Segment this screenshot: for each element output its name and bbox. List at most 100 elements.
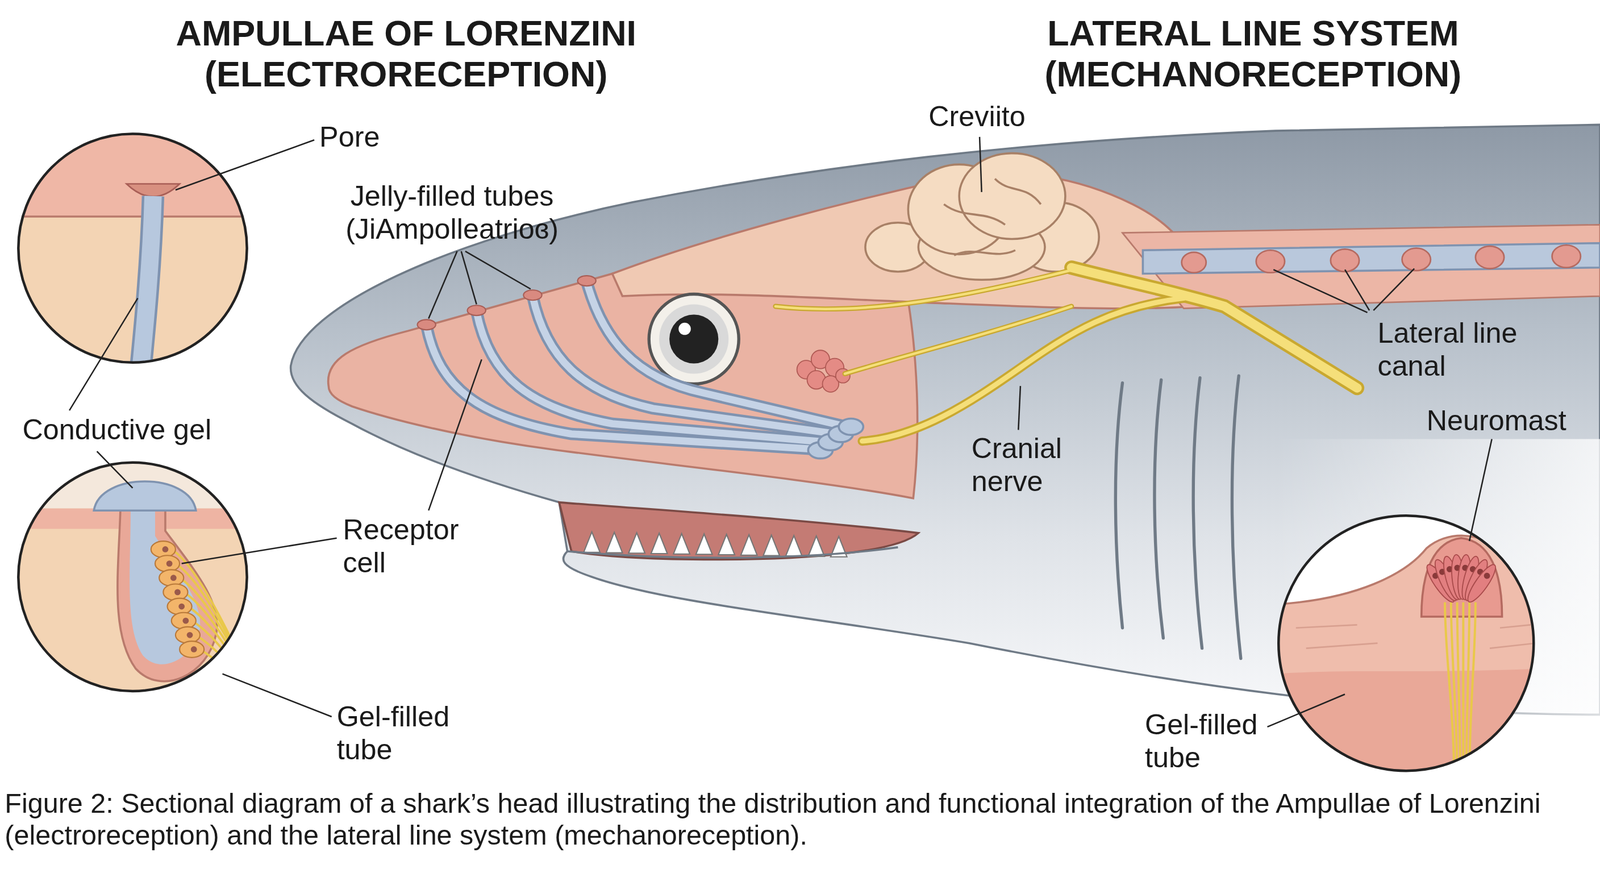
leader-line — [1018, 385, 1021, 430]
receptor-cell — [151, 540, 176, 558]
tube — [586, 281, 848, 427]
canal-pore — [1475, 246, 1504, 269]
leader-lines — [69, 136, 1493, 727]
leader-line — [461, 251, 477, 304]
nerve-fibre — [1444, 602, 1454, 776]
nerve-fibre — [1451, 602, 1458, 776]
cell-nucleus — [166, 560, 173, 567]
nerve-fibre — [1457, 602, 1461, 776]
tooth — [718, 534, 735, 555]
hair-cells — [1422, 553, 1500, 606]
canal-pore — [1552, 244, 1581, 268]
neuromast-inset — [1275, 510, 1544, 776]
teeth — [583, 531, 847, 557]
section-heading: LATERAL LINE SYSTEM (MECHANORECEPTION) — [967, 12, 1540, 95]
brain-lobe — [959, 153, 1066, 240]
figure-caption: Figure 2: Sectional diagram of a shark’s… — [4, 787, 1597, 852]
nerve-fibre — [171, 548, 266, 715]
nerve — [1071, 267, 1358, 389]
receptor-cell — [155, 555, 180, 572]
receptor-cell — [159, 569, 184, 586]
leader-line — [979, 136, 982, 193]
cell-body — [163, 584, 188, 601]
leader-line — [181, 538, 337, 564]
leader-line — [97, 451, 133, 489]
nerve — [775, 267, 1082, 310]
leader-line — [69, 298, 138, 411]
leader-line — [428, 359, 482, 511]
nerve — [775, 267, 1082, 310]
tooth — [696, 534, 713, 555]
nerve-fibre — [175, 563, 266, 715]
canal-pore — [1330, 248, 1360, 272]
nerve — [844, 306, 1072, 374]
inset-tube — [138, 196, 153, 389]
cell-nucleus — [174, 588, 181, 595]
nerve-fibre — [200, 648, 266, 715]
inset-border — [1278, 515, 1534, 771]
nerves — [775, 267, 1358, 441]
cell-nucleus — [186, 631, 194, 639]
cell-body — [167, 598, 193, 615]
inset-tube — [138, 196, 153, 389]
cell-nucleus — [170, 574, 177, 581]
cell-nucleus — [178, 603, 185, 610]
receptor-cell — [163, 584, 188, 601]
nerve-fibres — [171, 548, 266, 715]
cell-nucleus — [162, 546, 169, 553]
leader-line — [1267, 693, 1345, 727]
nerve-fill — [775, 267, 1358, 441]
tooth — [673, 533, 690, 554]
cell-body — [151, 540, 176, 558]
mouth — [559, 502, 919, 560]
nerve — [1071, 267, 1358, 389]
tooth — [583, 531, 600, 553]
skin-layer — [1275, 535, 1544, 776]
lateral-line-canal — [1142, 243, 1600, 274]
hair-cell — [1463, 561, 1500, 606]
receptor-cell — [179, 640, 204, 658]
cell-nucleus — [182, 617, 189, 624]
tooth — [740, 534, 758, 556]
tube-pore — [523, 289, 542, 300]
tissue — [0, 448, 266, 704]
leader-line — [1469, 438, 1493, 541]
part-label: Gel-filled tube — [1144, 707, 1288, 774]
ampullae-bulbs — [807, 418, 864, 459]
tooth — [628, 532, 645, 553]
receptor-cell — [167, 598, 193, 615]
tooth — [651, 532, 668, 554]
leader-line — [1344, 269, 1370, 311]
part-label: Gel-filled tube — [336, 700, 480, 766]
tissue-texture — [1296, 624, 1536, 648]
conductive-gel — [93, 481, 197, 511]
leader-line — [222, 673, 332, 717]
receptor-cell — [175, 626, 200, 644]
receptor-cell — [171, 612, 197, 629]
canal-pore — [1181, 252, 1207, 273]
cell-nucleus — [1482, 571, 1492, 581]
eye-iris — [659, 303, 729, 374]
ampulla-bulb — [838, 418, 864, 436]
part-label: Pore — [319, 120, 380, 154]
canal-pore — [1256, 250, 1285, 273]
cell-body — [159, 569, 184, 586]
cell-body — [155, 555, 180, 572]
pore-inset — [0, 122, 266, 389]
part-label: Jelly-filled tubes (JiAmpolleatrioɞ) — [298, 179, 606, 246]
cell-nucleus — [190, 646, 198, 653]
tube-pore — [467, 305, 486, 316]
eye-highlight — [678, 322, 691, 336]
nerve-fibre — [1461, 602, 1465, 776]
part-label: Receptor cell — [342, 513, 481, 579]
nerve-fibre — [196, 634, 266, 715]
pore-funnel — [126, 184, 180, 197]
receptor-cells — [151, 540, 204, 658]
nerve-fibre — [187, 606, 265, 715]
nerve — [862, 298, 1185, 441]
skin-line — [0, 215, 266, 218]
part-label: Creviito — [928, 100, 1026, 133]
gill-slits — [1115, 375, 1241, 658]
tooth — [807, 535, 825, 557]
